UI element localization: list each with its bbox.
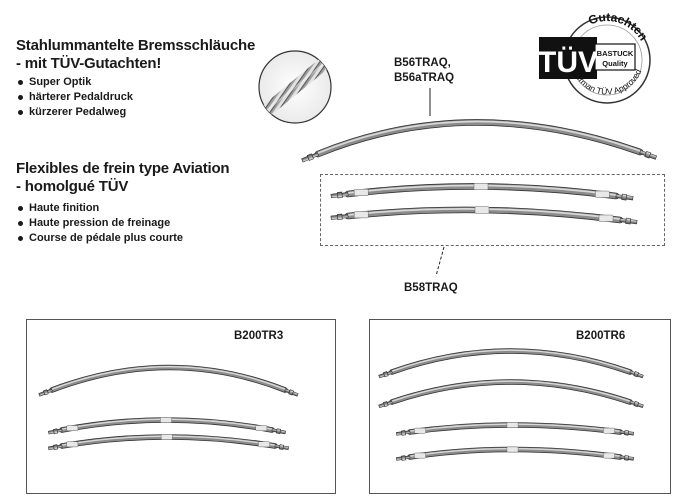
brake-hose-2-fitting-left	[330, 191, 349, 199]
bullet-french-3: Course de pédale plus courte	[17, 231, 183, 246]
brake-hose-5-fitting-left	[48, 428, 63, 435]
box-left-code: B200TR3	[234, 330, 284, 342]
heading-german: Stahlummantelte Bremsschläuche - mit TÜV…	[16, 37, 255, 73]
bullet-german-1: Super Optik	[17, 75, 133, 90]
heading-french: Flexibles de frein type Aviation - homol…	[16, 160, 230, 196]
brake-hose-10-sleeve-1	[414, 452, 426, 459]
brake-hose-8	[378, 379, 644, 409]
brake-hose-9-sleeve-2	[506, 422, 519, 428]
brake-hose-4	[38, 364, 299, 397]
bullets-french: Haute finition Haute pression de freinag…	[17, 201, 183, 246]
bullets-german: Super Optik härterer Pedaldruck kürzerer…	[17, 75, 133, 120]
brake-hose-8-fitting-left	[378, 400, 393, 409]
brake-hose-10-sleeve-2	[506, 446, 519, 453]
brake-hose-9-fitting-right	[619, 430, 635, 436]
leader-line-mid	[435, 246, 445, 277]
brake-hose-7-fitting-right	[629, 370, 644, 379]
brake-hose-1-fitting-right	[639, 150, 658, 160]
product-code-top: B56TRAQ, B56aTRAQ	[394, 56, 454, 86]
brake-hose-6-fitting-right	[274, 444, 289, 450]
brake-hose-6-sleeve-1	[66, 441, 79, 448]
product-code-top-line2: B56aTRAQ	[394, 72, 455, 84]
brake-hose-6	[48, 434, 289, 451]
product-code-mid: B58TRAQ	[404, 282, 458, 294]
box-left	[26, 319, 336, 494]
heading-german-line2: - mit TÜV-Gutachten!	[16, 55, 162, 72]
brake-hose-10-fitting-right	[619, 455, 635, 461]
dashed-frame	[320, 174, 665, 246]
bullet-german-3: kürzerer Pedalweg	[17, 105, 133, 120]
box-right-code: B200TR6	[576, 330, 626, 342]
brake-hose-6-sleeve-2	[160, 434, 173, 440]
brake-hose-1-fitting-left	[301, 152, 319, 163]
brake-hose-5-fitting-right	[271, 428, 286, 435]
tuv-badge-quality: Quality	[602, 59, 628, 68]
brake-hose-5	[48, 417, 286, 435]
product-code-top-line1: B56TRAQ,	[394, 57, 451, 69]
brake-hose-4-fitting-left	[38, 388, 53, 397]
brake-hose-10	[395, 446, 635, 461]
brake-hose-5-sleeve-2	[160, 417, 172, 423]
brake-hose-3-fitting-left	[330, 213, 349, 221]
brake-hose-9	[395, 422, 635, 436]
brake-hose-2	[330, 183, 634, 201]
brake-hose-2-sleeve-3	[595, 190, 610, 198]
brake-hose-4-fitting-right	[284, 388, 299, 397]
tuv-badge-main: TÜV	[538, 46, 598, 79]
bullet-french-2: Haute pression de freinage	[17, 216, 183, 231]
brake-hose-7-fitting-left	[378, 370, 393, 379]
tuv-badge-arc-top: Gutachten	[586, 10, 650, 43]
heading-french-line1: Flexibles de frein type Aviation	[16, 160, 230, 177]
tuv-badge-brand: BASTUCK	[597, 49, 634, 58]
brake-hose-9-sleeve-3	[603, 427, 615, 434]
brake-hose-2-fitting-right	[615, 193, 634, 201]
brake-hose-1	[301, 119, 658, 163]
box-right	[369, 319, 671, 494]
brake-hose-3-sleeve-3	[598, 214, 614, 222]
brake-hose-2-sleeve-2	[473, 183, 489, 190]
brake-hose-10-sleeve-3	[603, 452, 615, 459]
heading-german-line1: Stahlummantelte Bremsschläuche	[16, 37, 256, 54]
heading-french-line2: - homolgué TÜV	[16, 178, 129, 195]
tuv-badge-arc-bottom: German TÜV Approved	[571, 67, 644, 96]
brake-hose-3-fitting-right	[619, 217, 638, 225]
brake-hose-5-sleeve-3	[255, 425, 268, 431]
brake-hose-10-fitting-left	[395, 455, 411, 461]
brake-hose-7	[378, 348, 644, 379]
brake-hose-5-sleeve-1	[66, 425, 79, 431]
bullet-german-2: härterer Pedaldruck	[17, 90, 133, 105]
brake-hose-3-sleeve-1	[353, 211, 369, 219]
tuv-badge	[539, 16, 651, 104]
brake-hose-2-sleeve-1	[353, 188, 369, 196]
brake-hose-9-sleeve-1	[414, 427, 426, 434]
brake-hose-3	[330, 206, 638, 225]
brake-hose-3-sleeve-2	[474, 206, 490, 214]
brake-hose-9-fitting-left	[395, 430, 411, 436]
brake-hose-6-fitting-left	[48, 444, 63, 451]
brake-hose-6-sleeve-3	[258, 441, 270, 448]
bullet-french-1: Haute finition	[17, 201, 183, 216]
brake-hose-8-fitting-right	[629, 400, 644, 409]
